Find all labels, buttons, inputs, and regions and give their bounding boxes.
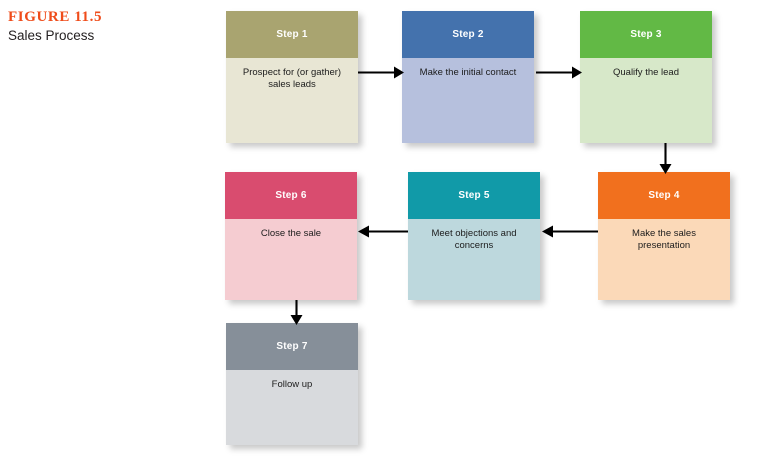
step-header-2: Step 2: [402, 11, 534, 58]
step-box-7[interactable]: Step 7 Follow up: [226, 323, 358, 445]
step-box-6[interactable]: Step 6 Close the sale: [225, 172, 357, 300]
figure-number: FIGURE 11.5: [8, 9, 103, 25]
step-body-4: Make the sales presentation: [598, 219, 730, 300]
step-header-1: Step 1: [226, 11, 358, 58]
step-body-5: Meet objections and concerns: [408, 219, 540, 300]
step-box-5[interactable]: Step 5 Meet objections and concerns: [408, 172, 540, 300]
arrow-step4-step5: [542, 225, 598, 238]
step-body-7: Follow up: [226, 370, 358, 445]
step-box-3[interactable]: Step 3 Qualify the lead: [580, 11, 712, 143]
step-box-4[interactable]: Step 4 Make the sales presentation: [598, 172, 730, 300]
step-header-5: Step 5: [408, 172, 540, 219]
arrow-step3-step4: [659, 143, 672, 174]
step-header-4: Step 4: [598, 172, 730, 219]
arrow-step6-step7: [290, 300, 303, 325]
step-header-6: Step 6: [225, 172, 357, 219]
step-body-1: Prospect for (or gather) sales leads: [226, 58, 358, 143]
step-body-6: Close the sale: [225, 219, 357, 300]
step-box-1[interactable]: Step 1 Prospect for (or gather) sales le…: [226, 11, 358, 143]
step-header-3: Step 3: [580, 11, 712, 58]
step-body-3: Qualify the lead: [580, 58, 712, 143]
step-body-2: Make the initial contact: [402, 58, 534, 143]
figure-title: Sales Process: [8, 27, 95, 43]
step-box-2[interactable]: Step 2 Make the initial contact: [402, 11, 534, 143]
arrow-step2-step3: [536, 66, 582, 79]
arrow-step1-step2: [358, 66, 404, 79]
figure-caption: FIGURE 11.5 Sales Process: [8, 9, 208, 45]
arrow-step5-step6: [358, 225, 408, 238]
step-header-7: Step 7: [226, 323, 358, 370]
